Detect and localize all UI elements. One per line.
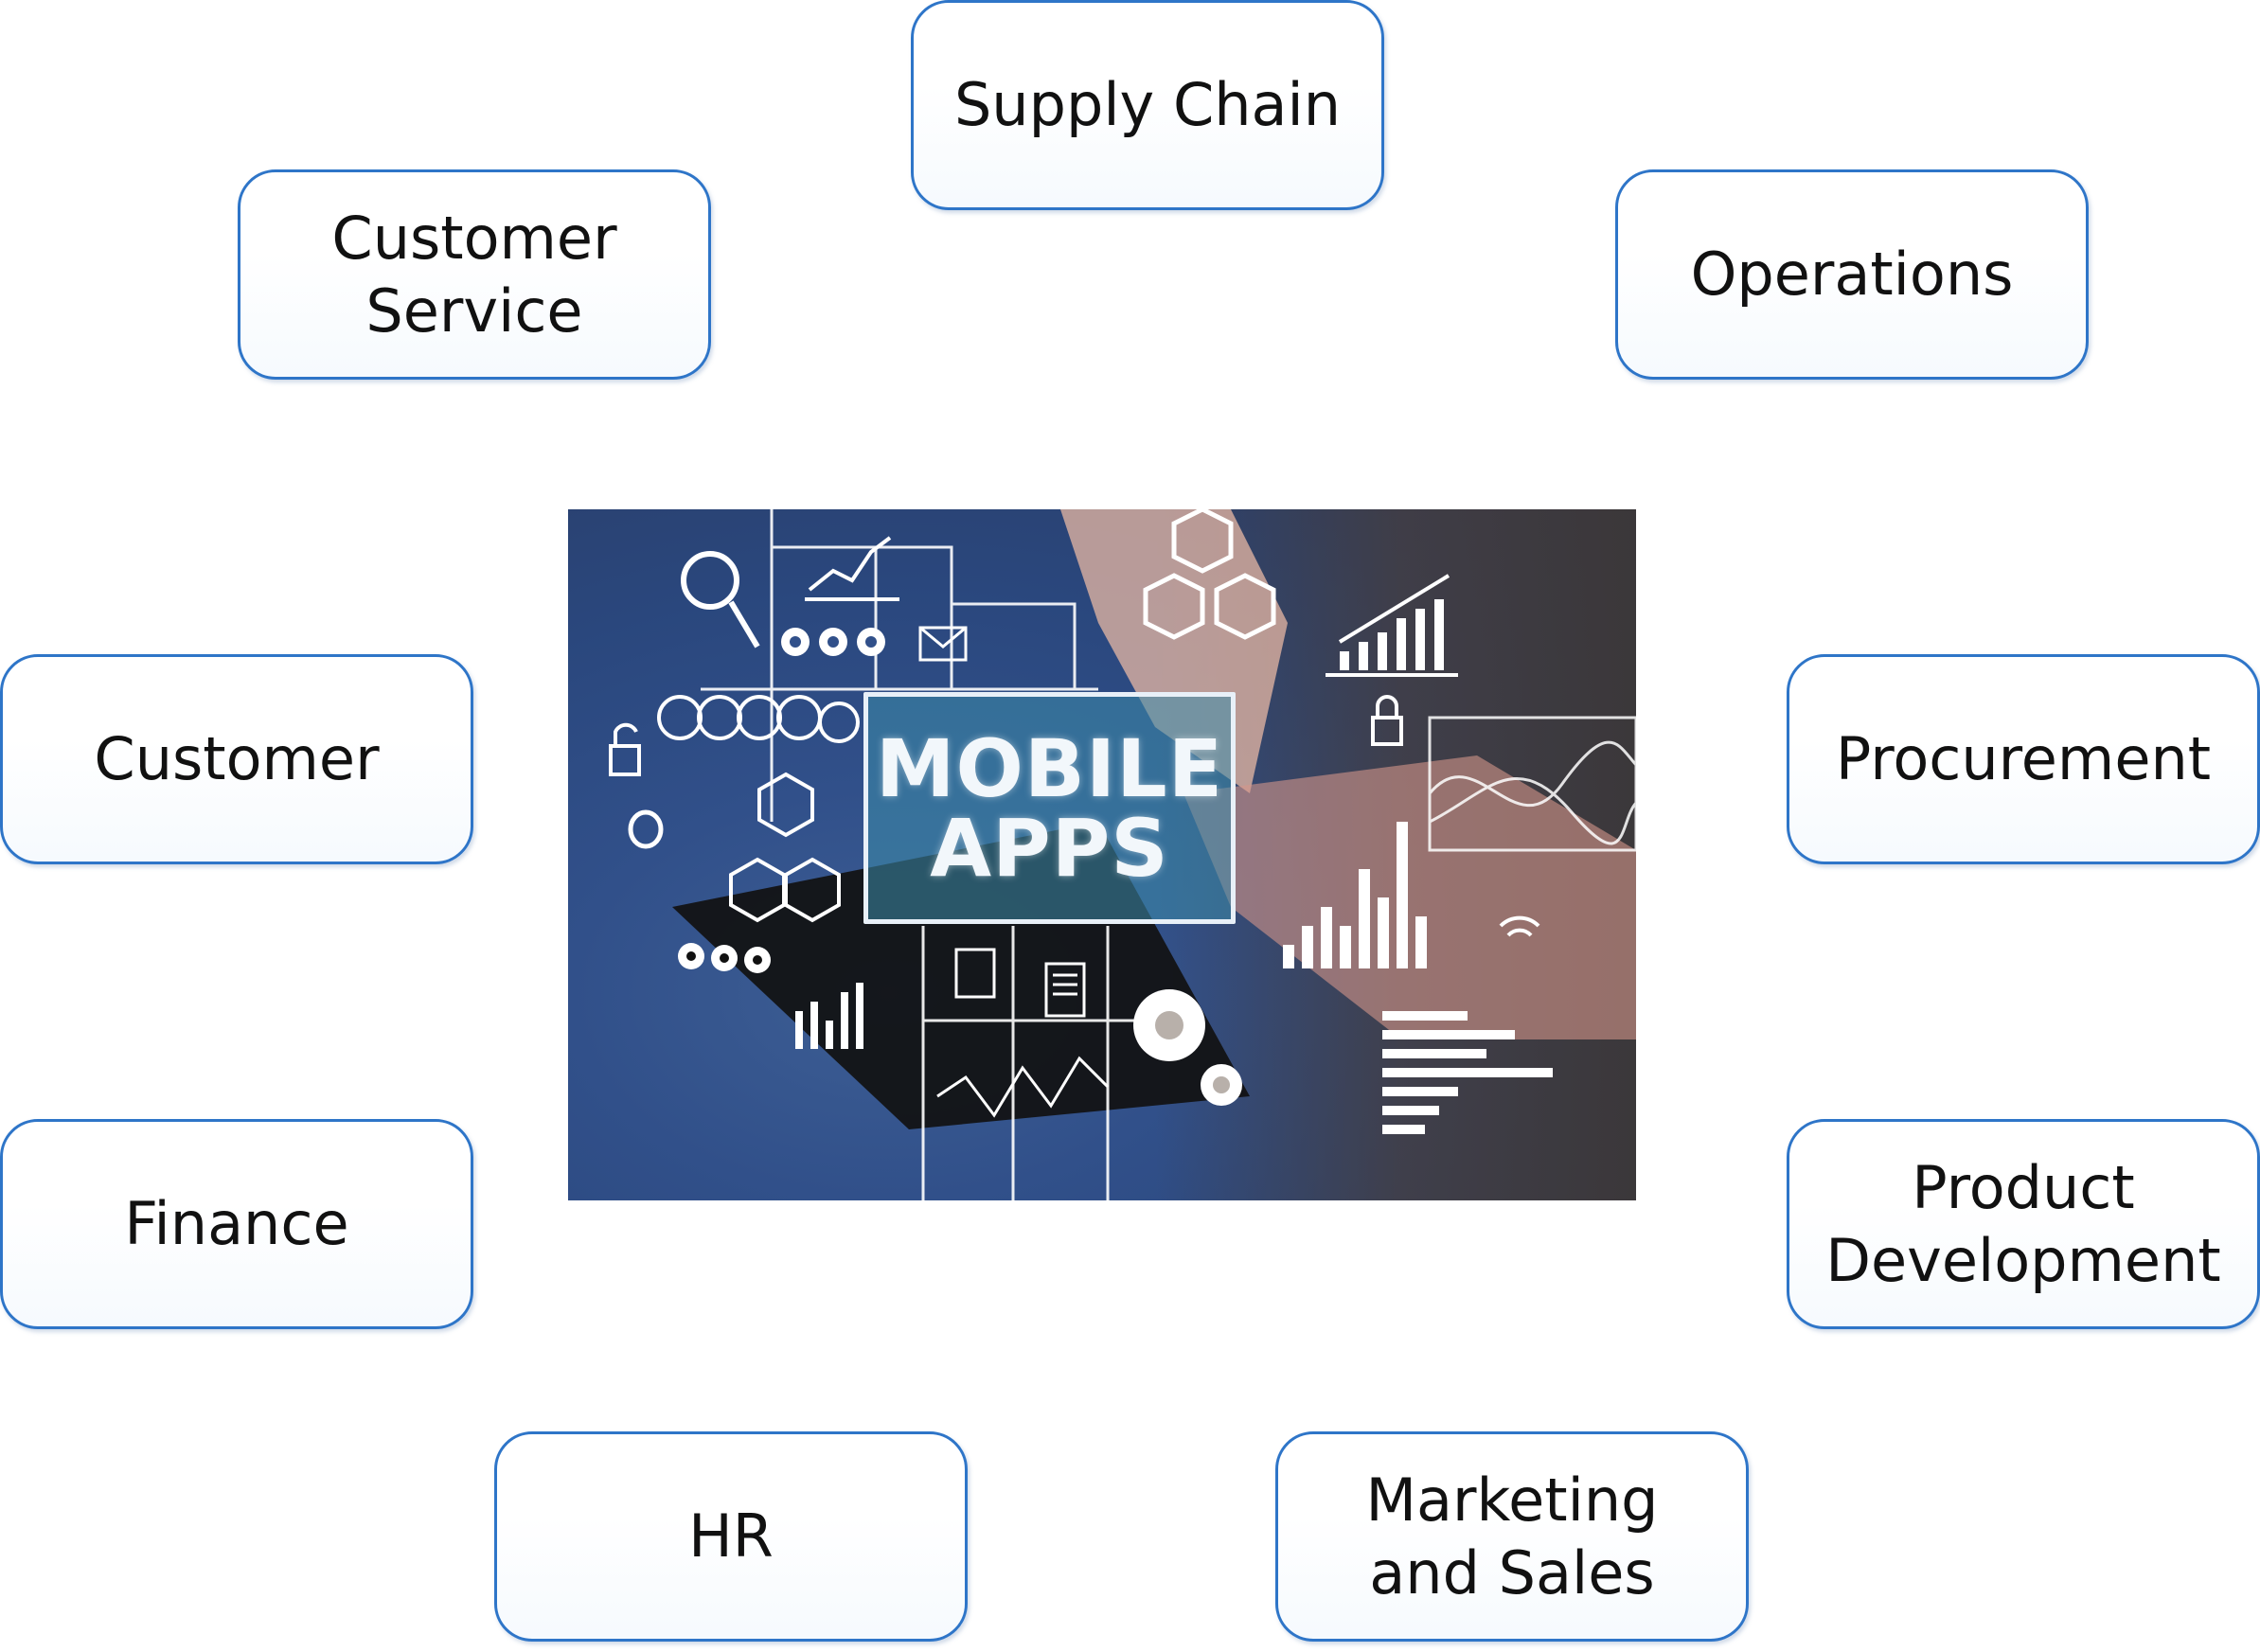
wave-chart-icon	[1428, 716, 1636, 852]
bar-chart-icon-center	[1283, 822, 1427, 968]
mobile-apps-image: MOBILE APPS	[568, 509, 1636, 1200]
node-procurement: Procurement	[1787, 654, 2260, 864]
trend-chart-icon	[805, 536, 899, 601]
zigzag-chart-icon	[936, 1056, 1110, 1118]
search-icon	[681, 551, 760, 648]
title-line-apps: APPS	[930, 801, 1169, 895]
user-hexagons-icon	[729, 772, 841, 923]
node-operations: Operations	[1615, 169, 2089, 380]
lock-icon	[609, 722, 641, 776]
bar-chart-icon-left	[795, 983, 863, 1049]
wifi-icon	[1499, 915, 1540, 937]
mobile-apps-title-box: MOBILE APPS	[863, 692, 1236, 924]
node-product-development: Product Development	[1787, 1119, 2260, 1329]
node-marketing-and-sales: Marketing and Sales	[1275, 1431, 1749, 1642]
node-customer: Customer	[0, 654, 473, 864]
node-hr: HR	[494, 1431, 968, 1642]
pie-charts-icon	[657, 695, 860, 743]
node-finance: Finance	[0, 1119, 473, 1329]
document-icons	[954, 948, 1086, 1018]
interface-grid	[701, 509, 1155, 1200]
hexagon-icons-top	[1143, 509, 1276, 640]
node-customer-service: Customer Service	[238, 169, 711, 380]
toggle-icon	[628, 809, 664, 849]
mail-icon	[918, 626, 968, 662]
title-line-mobile: MOBILE	[875, 721, 1224, 815]
gear-icon-large	[1133, 989, 1242, 1106]
horizontal-bar-chart-icon	[1382, 1011, 1553, 1134]
node-supply-chain: Supply Chain	[911, 0, 1384, 210]
lock-icon-right	[1371, 695, 1403, 746]
growth-bar-chart-icon	[1340, 599, 1444, 670]
